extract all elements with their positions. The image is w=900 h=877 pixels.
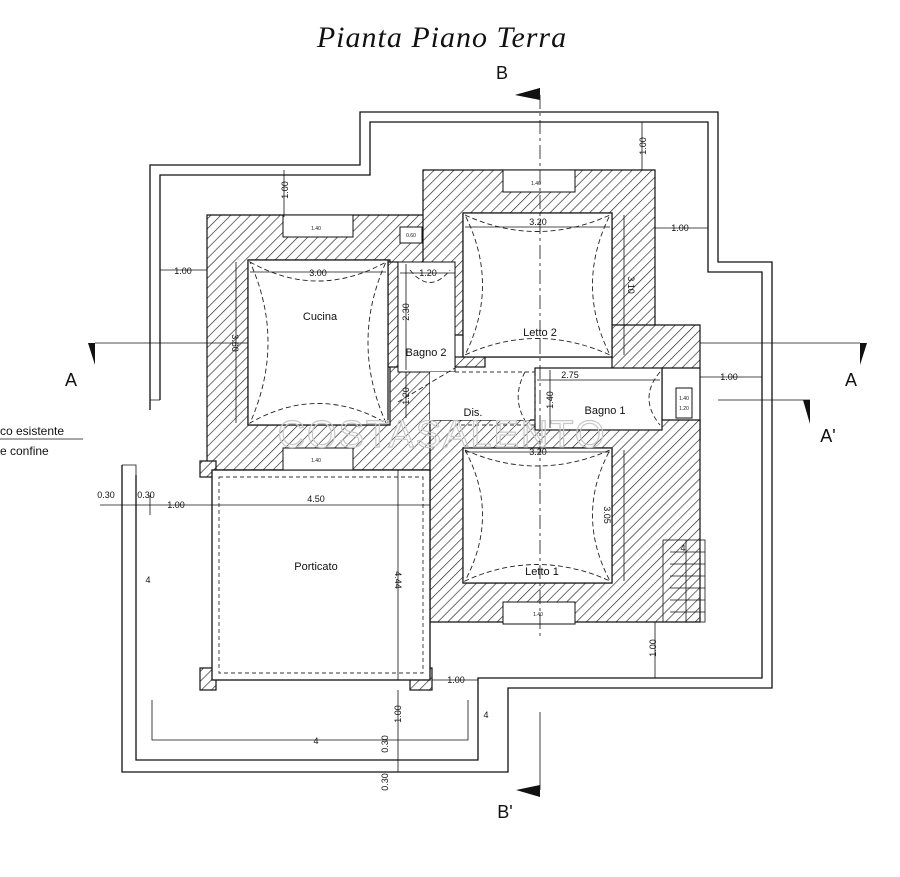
room-label-cucina: Cucina [303, 311, 338, 323]
dim-bagno1-width: 2.75 [561, 370, 579, 380]
dim-left-gap-b: 0.30 [137, 490, 155, 500]
dim-bagno1-height: 1.40 [545, 391, 555, 409]
section-label-b: B [496, 63, 508, 83]
room-label-letto1: Letto 1 [525, 566, 559, 578]
window-bagno1 [675, 387, 693, 419]
dim-bagno2-height: 2.30 [401, 303, 411, 321]
window-letto1-bottom [502, 601, 576, 625]
dim-porticato-height: 4.44 [393, 571, 403, 589]
dim-dis-height: 1.20 [401, 387, 411, 405]
room-label-letto2: Letto 2 [523, 327, 557, 339]
windows: 1.40 1.40 1.40 1.40 0.60 1.40 1.20 [282, 169, 693, 625]
dim-bottom-gap-a: 0.30 [380, 735, 390, 753]
window-bagno2 [399, 226, 423, 244]
window-cucina-bottom [282, 447, 354, 471]
stair-mark: 4 [680, 543, 685, 553]
dim-right-offset-b: 1.00 [720, 372, 738, 382]
dim-bottom-right-offset: 1.00 [648, 639, 658, 657]
window-letto2-top [502, 169, 576, 193]
staircase: 4 [662, 539, 706, 623]
dim-left-gap-a: 0.30 [97, 490, 115, 500]
room-label-dis: Dis. [464, 407, 483, 419]
vault-curves [249, 214, 661, 582]
dim-bottom-offset: 1.00 [393, 705, 403, 723]
section-label-a-prime: A' [820, 426, 835, 446]
section-label-a-left: A [65, 370, 77, 390]
room-label-bagno2: Bagno 2 [406, 347, 447, 359]
wall-mark: 4 [483, 710, 488, 720]
dim-right-offset-a: 1.00 [671, 223, 689, 233]
dim-top-left-offset: 1.00 [280, 181, 290, 199]
dim-top-right-offset: 1.00 [638, 137, 648, 155]
note-line-2: e confine [0, 444, 49, 458]
watermark: COSTASALENTO [278, 414, 607, 456]
wall-mark: 4 [313, 736, 318, 746]
window-label: 1.40 [311, 226, 321, 232]
window-label: 1.20 [679, 406, 689, 412]
dimension-lines [100, 122, 762, 772]
lot-boundary [121, 111, 773, 773]
dim-bagno2-width: 1.20 [419, 268, 437, 278]
dim-letto2-height: 3.10 [626, 276, 636, 294]
window-label: 1.40 [311, 458, 321, 464]
wall-mark: 4 [145, 575, 150, 585]
plan-title: Pianta Piano Terra [316, 21, 567, 54]
dim-letto1-width: 3.20 [529, 447, 547, 457]
window-label: 0.60 [406, 233, 416, 239]
section-label-b-prime: B' [497, 802, 512, 822]
window-label: 1.40 [679, 396, 689, 402]
dim-cucina-width: 3.00 [309, 268, 327, 278]
dim-bottom-mid-offset: 1.00 [447, 675, 465, 685]
window-label: 1.40 [533, 612, 543, 618]
dim-letto2-width: 3.20 [529, 217, 547, 227]
room-label-porticato: Porticato [294, 561, 337, 573]
section-label-a-right: A [845, 370, 857, 390]
dim-bottom-gap-b: 0.30 [380, 773, 390, 791]
room-label-bagno1: Bagno 1 [585, 405, 626, 417]
dim-cucina-height: 3.60 [230, 334, 240, 352]
dim-left-offset: 1.00 [174, 266, 192, 276]
dim-porticato-width: 4.50 [307, 494, 325, 504]
section-lines [88, 88, 867, 797]
window-cucina-top [282, 214, 354, 238]
window-label: 1.40 [531, 181, 541, 187]
note-line-1: co esistente [0, 424, 64, 438]
dim-letto1-height: 3.05 [602, 506, 612, 524]
dim-left-offset-2: 1.00 [167, 500, 185, 510]
